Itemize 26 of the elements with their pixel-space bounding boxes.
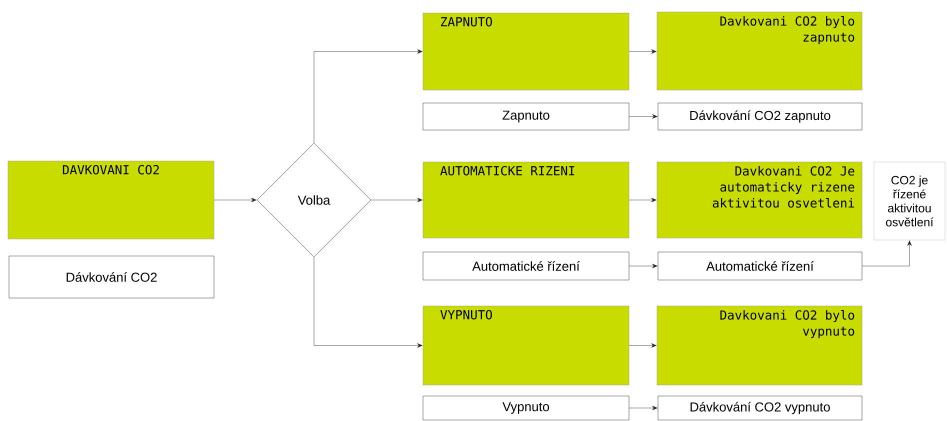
label-box: Zapnuto bbox=[422, 102, 630, 130]
arrow bbox=[629, 49, 656, 54]
arrow bbox=[314, 257, 422, 348]
arrow bbox=[371, 198, 422, 202]
lcd-screen: Davkovani CO2 bylo vypnuto bbox=[656, 306, 862, 386]
arrow bbox=[629, 114, 658, 119]
label-box: Vypnuto bbox=[422, 396, 630, 420]
lcd-screen: AUTOMATICKE RIZENI bbox=[422, 162, 630, 238]
arrow bbox=[629, 343, 656, 348]
arrow bbox=[629, 406, 658, 410]
lcd-screen: VYPNUTO bbox=[422, 306, 630, 386]
arrow bbox=[214, 198, 256, 202]
label-box: Automatické řízení bbox=[422, 252, 630, 280]
arrow bbox=[314, 49, 422, 143]
arrow bbox=[629, 264, 658, 268]
note-box: CO2 je řízené aktivitou osvětlení bbox=[874, 162, 946, 240]
label-box: Automatické řízení bbox=[658, 252, 862, 280]
lcd-screen: ZAPNUTO bbox=[422, 12, 630, 90]
lcd-screen: Davkovani CO2 bylo zapnuto bbox=[656, 12, 862, 90]
arrow bbox=[629, 198, 656, 202]
arrow bbox=[862, 240, 912, 266]
label-box: Dávkování CO2 zapnuto bbox=[658, 102, 862, 130]
lcd-screen: DAVKOVANI CO2 bbox=[8, 160, 214, 240]
label-box: Dávkování CO2 bbox=[8, 256, 214, 298]
label-box: Dávkování CO2 vypnuto bbox=[658, 396, 862, 420]
lcd-screen: Davkovani CO2 Je automaticky rizene aktivitou osvetleni bbox=[656, 162, 862, 238]
